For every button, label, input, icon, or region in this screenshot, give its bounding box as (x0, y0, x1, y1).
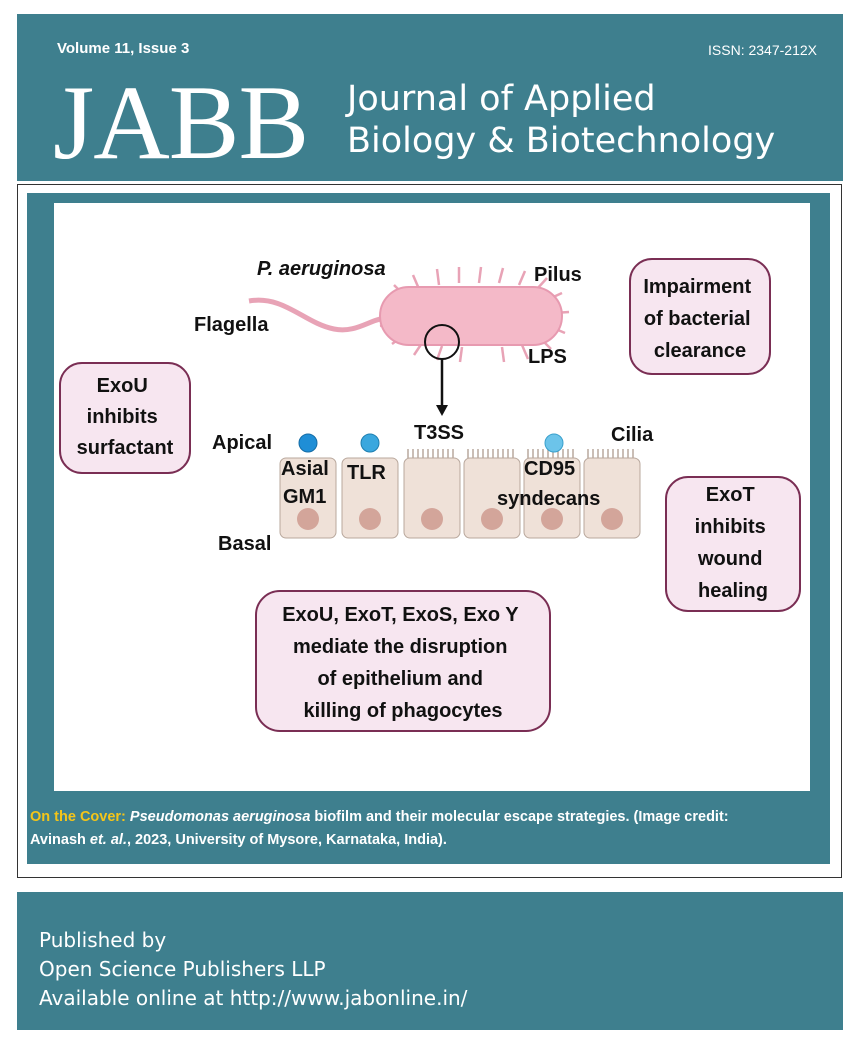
exot-line-3: wound (697, 548, 762, 570)
issn: ISSN: 2347-212X (708, 42, 817, 58)
organism-label: P. aeruginosa (257, 258, 386, 280)
journal-logo: JABB (53, 64, 309, 181)
t3ss-label: T3SS (414, 422, 464, 444)
exot-line-2: inhibits (695, 516, 766, 538)
syndecans-label: syndecans (497, 488, 600, 510)
svg-text:ExoU, ExoT, ExoS, Exo Y: ExoU, ExoT, ExoS, Exo Y mediate the disr… (282, 604, 524, 722)
bacterium-body (379, 286, 563, 346)
cover-caption: On the Cover: Pseudomonas aeruginosa bio… (30, 806, 828, 852)
publisher-name: Open Science Publishers LLP (39, 957, 326, 981)
cilia-label: Cilia (611, 424, 654, 446)
impairment-line-3: clearance (654, 340, 746, 362)
cover-illustration: P. aeruginosa Pilus Flagella LPS T3SS Ap… (54, 203, 810, 791)
epithelial-cell (583, 457, 641, 539)
epithelium (279, 433, 641, 539)
cilia (407, 449, 634, 458)
publisher-footer: Published by Open Science Publishers LLP… (17, 892, 843, 1030)
illustration-svg: P. aeruginosa Pilus Flagella LPS T3SS Ap… (59, 258, 801, 732)
epithelial-cell (403, 457, 461, 539)
journal-name-line2: Biology & Biotechnology (347, 121, 776, 161)
journal-name: Journal of Applied Biology & Biotechnolo… (347, 78, 775, 162)
gm1-label: GM1 (283, 486, 326, 508)
journal-name-line1: Journal of Applied (347, 79, 656, 119)
caption-etal: et. al. (89, 832, 127, 848)
cd95-label: CD95 (524, 458, 575, 480)
impairment-line-1: Impairment (643, 276, 751, 298)
mediate-line-2: mediate the disruption (293, 636, 507, 658)
volume-issue: Volume 11, Issue 3 (57, 40, 190, 57)
lps-label: LPS (528, 346, 567, 368)
exou-line-1: ExoU (97, 375, 148, 397)
svg-text:Impairment of bacterial: Impairment of bacterial clearance (643, 276, 756, 362)
caption-author: Avinash (30, 832, 90, 848)
asial-receptor (298, 433, 318, 453)
cd95-receptor (544, 433, 564, 453)
caption-text-1: biofilm and their molecular escape strat… (310, 809, 729, 825)
epithelial-cell (523, 457, 581, 539)
published-by: Published by (39, 928, 167, 952)
exot-box (665, 476, 801, 612)
svg-text:ExoT inhibits woun: ExoT inhibits wound healing (695, 484, 772, 602)
exot-line-1: ExoT (706, 484, 755, 506)
exou-line-2: inhibits (87, 406, 158, 428)
flagellum (248, 297, 391, 333)
apical-label: Apical (212, 432, 272, 454)
caption-species: Pseudomonas aeruginosa (129, 809, 311, 825)
exou-line-3: surfactant (77, 437, 174, 459)
caption-lead: On the Cover: (30, 809, 126, 825)
journal-header: Volume 11, Issue 3 ISSN: 2347-212X JABB … (17, 14, 843, 181)
flagella-label: Flagella (194, 314, 269, 336)
impairment-line-2: of bacterial (644, 308, 751, 330)
mediate-box (255, 590, 551, 732)
impairment-box (629, 258, 771, 375)
tlr-label: TLR (347, 462, 386, 484)
mediate-line-4: killing of phagocytes (304, 700, 503, 722)
mediate-line-1: ExoU, ExoT, ExoS, Exo Y (282, 604, 519, 626)
pilus-label: Pilus (534, 264, 582, 286)
arrow-head (436, 405, 448, 416)
asial-label: Asial (281, 458, 329, 480)
mediate-line-3: of epithelium and (317, 668, 483, 690)
website-line: Available online at http://www.jabonline… (39, 986, 468, 1010)
epithelial-cell (463, 457, 521, 539)
basal-label: Basal (218, 533, 271, 555)
exou-box (59, 362, 191, 474)
epithelial-cell (341, 457, 399, 539)
tlr-receptor (360, 433, 380, 453)
exot-line-4: healing (698, 580, 768, 602)
svg-text:ExoU inhibits surf: ExoU inhibits surfactant (77, 375, 174, 459)
caption-text-2: , 2023, University of Mysore, Karnataka,… (126, 832, 447, 848)
epithelial-cell (279, 457, 337, 539)
